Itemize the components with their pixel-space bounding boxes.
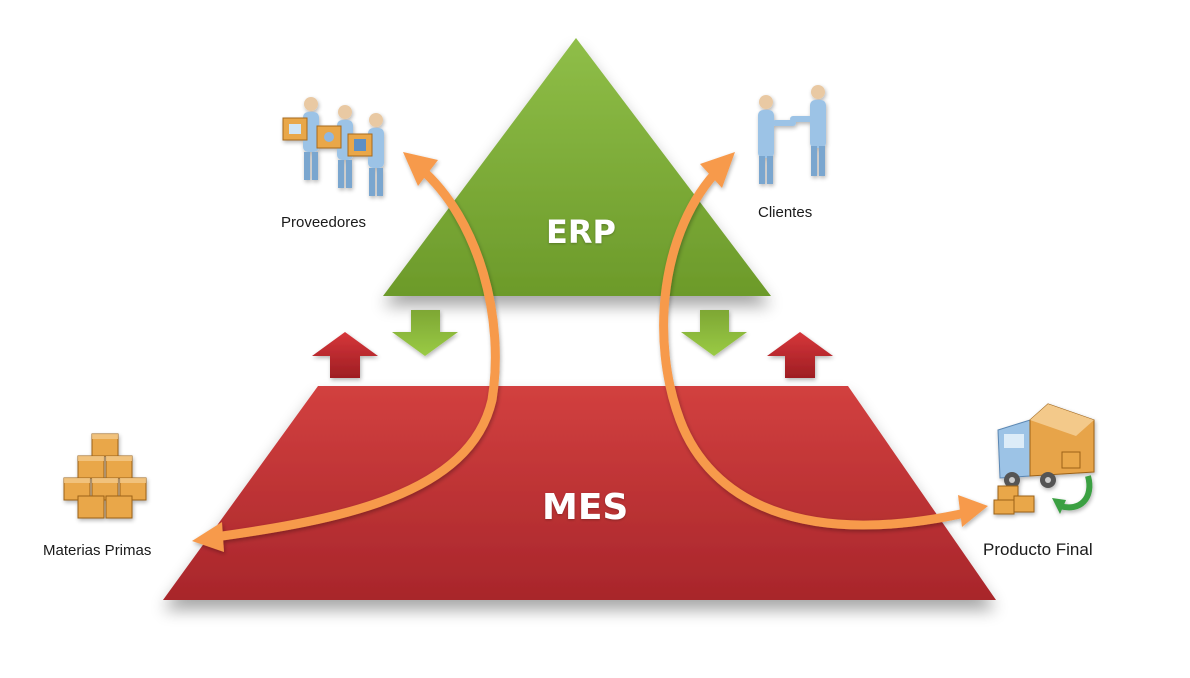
people-carrying-boxes-icon [282, 97, 384, 196]
erp-triangle [383, 38, 771, 296]
raw-materials-label: Materias Primas [43, 542, 152, 559]
mes-trapezoid [163, 386, 996, 600]
flow-arrow-customers-to-final-product [659, 152, 988, 530]
up-arrow-right-icon [767, 332, 833, 378]
up-arrow-left-icon [312, 332, 378, 378]
down-arrow-left-icon [392, 310, 458, 356]
delivery-truck-icon [993, 403, 1095, 515]
stacked-boxes-icon [63, 433, 147, 519]
suppliers-label: Proveedores [281, 214, 367, 231]
flow-arrow-suppliers-to-raw-materials [192, 152, 500, 552]
handshake-icon [758, 85, 826, 184]
final-product-label: Producto Final [983, 540, 1093, 559]
mes-label: MES [542, 487, 629, 528]
down-arrow-right-icon [681, 310, 747, 356]
erp-label: ERP [546, 213, 616, 251]
customers-label: Clientes [758, 204, 813, 221]
